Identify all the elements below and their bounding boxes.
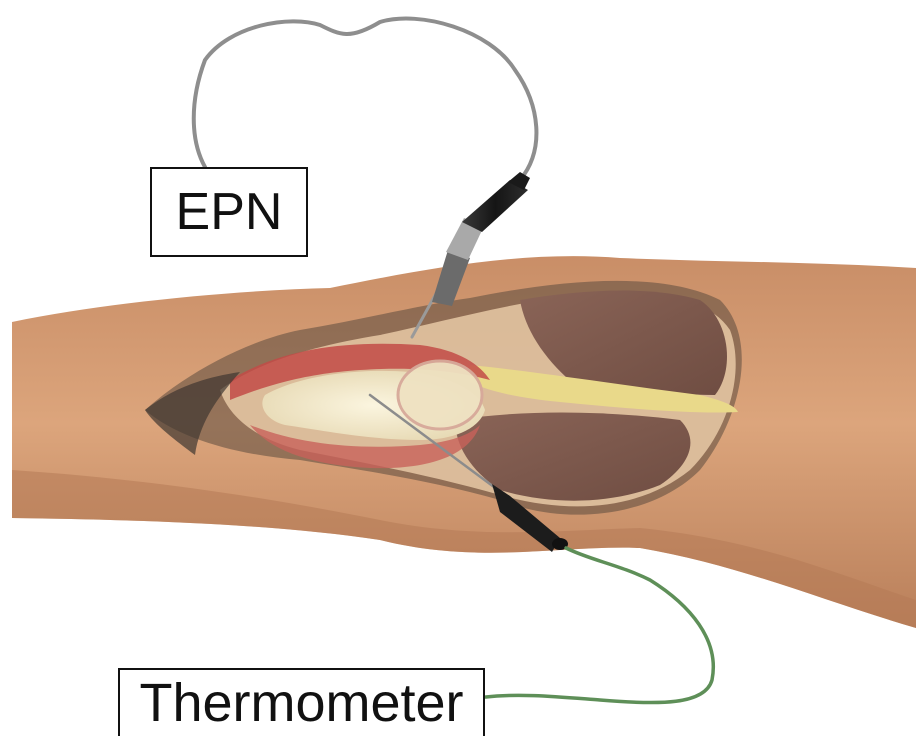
thermometer-label: Thermometer xyxy=(118,668,485,736)
epn-cable xyxy=(194,19,537,180)
epn-label: EPN xyxy=(150,167,308,257)
thermometer-cable xyxy=(486,548,713,703)
